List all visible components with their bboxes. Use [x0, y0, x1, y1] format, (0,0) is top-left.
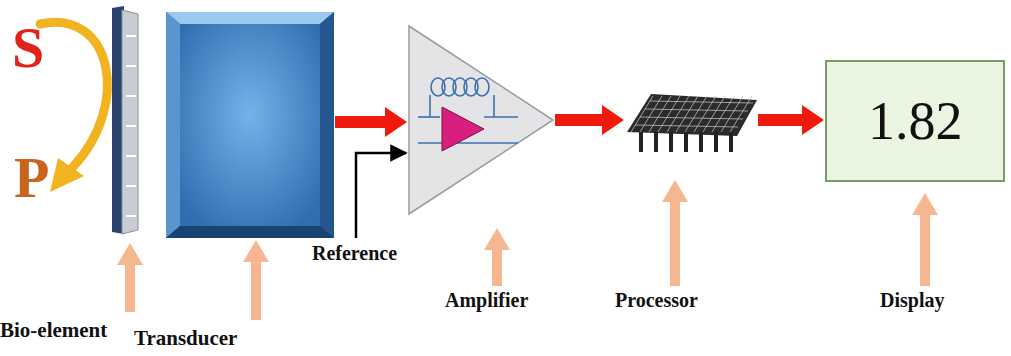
callout-arrow [243, 240, 269, 320]
reaction-arrowhead [50, 158, 84, 192]
signal-arrow [758, 105, 824, 135]
part-label: Processor [615, 289, 698, 312]
callout-arrow [662, 180, 688, 286]
callout-arrow [484, 228, 510, 286]
part-label: Transducer [134, 326, 237, 351]
signal-arrow [555, 105, 624, 135]
amplifier-triangle-shape [408, 25, 554, 215]
display-box: 1.82Display [825, 60, 1005, 182]
transducer-box: Transducer [166, 12, 334, 238]
amplifier-triangle: Amplifier [408, 25, 554, 215]
product-label: P [14, 144, 49, 211]
substrate-label: S [12, 14, 44, 81]
bio-element-plate-shape [112, 6, 138, 234]
reaction-arrow [40, 22, 107, 168]
processor-chip-shape [625, 92, 757, 156]
part-label: Amplifier [445, 289, 528, 312]
display-value: 1.82 [868, 90, 963, 152]
transducer-box-shape [166, 12, 334, 238]
callout-arrow [117, 243, 143, 312]
bio-element-plate: Bio-element [112, 6, 138, 234]
processor-chip: Processor [625, 92, 757, 156]
part-label: Display [880, 289, 944, 312]
signal-arrow [335, 107, 407, 137]
part-label: Bio-element [0, 318, 107, 343]
signal-label: Reference [312, 242, 397, 265]
reference-line [356, 153, 406, 238]
callout-arrow [912, 193, 938, 286]
